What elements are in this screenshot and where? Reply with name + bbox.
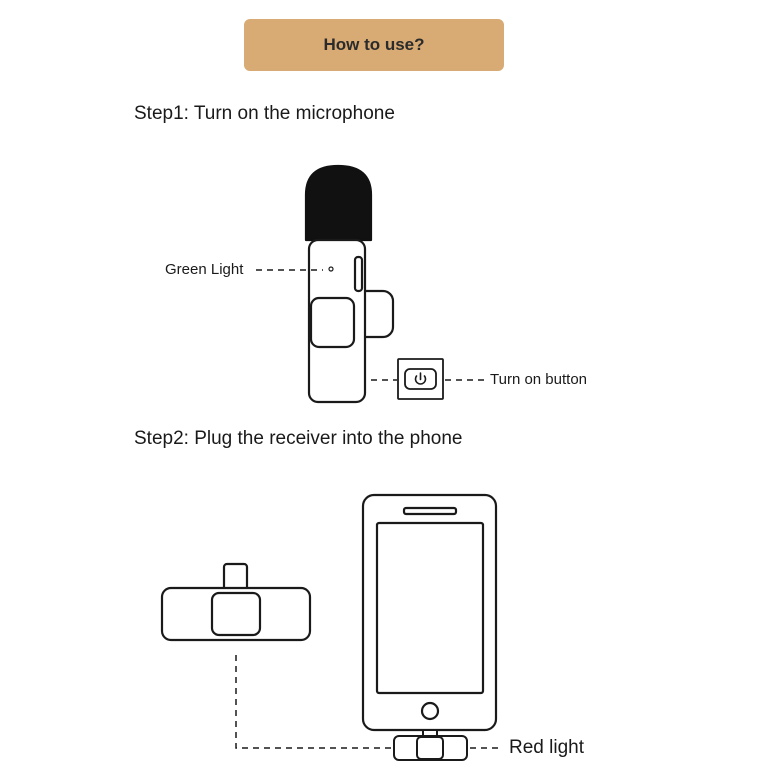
plugged-receiver — [393, 729, 468, 761]
power-button-frame — [397, 358, 444, 400]
turn-on-button-label: Turn on button — [490, 371, 588, 388]
receiver-to-phone-leader — [235, 655, 392, 749]
plugged-receiver-pad — [416, 736, 444, 760]
step1-title: Step1: Turn on the microphone — [134, 103, 395, 124]
receiver — [160, 562, 312, 642]
power-icon — [414, 372, 427, 385]
phone-screen — [375, 521, 485, 695]
receiver-plug — [222, 562, 249, 592]
phone — [361, 493, 498, 732]
side-slot — [353, 255, 364, 293]
power-button-key — [404, 368, 437, 390]
front-pad — [309, 296, 356, 349]
phone-home-button — [420, 701, 440, 721]
green-light-label: Green Light — [165, 261, 244, 278]
green-light-indicator — [328, 266, 334, 272]
phone-speaker — [402, 506, 458, 516]
foam-windscreen — [304, 164, 373, 242]
step2-title: Step2: Plug the receiver into the phone — [134, 428, 463, 449]
red-light-label: Red light — [509, 737, 584, 758]
receiver-pad — [210, 591, 262, 637]
header-badge: How to use? — [244, 19, 504, 71]
microphone-transmitter — [304, 164, 395, 404]
turn-on-button — [397, 358, 444, 400]
header-title: How to use? — [323, 35, 425, 54]
